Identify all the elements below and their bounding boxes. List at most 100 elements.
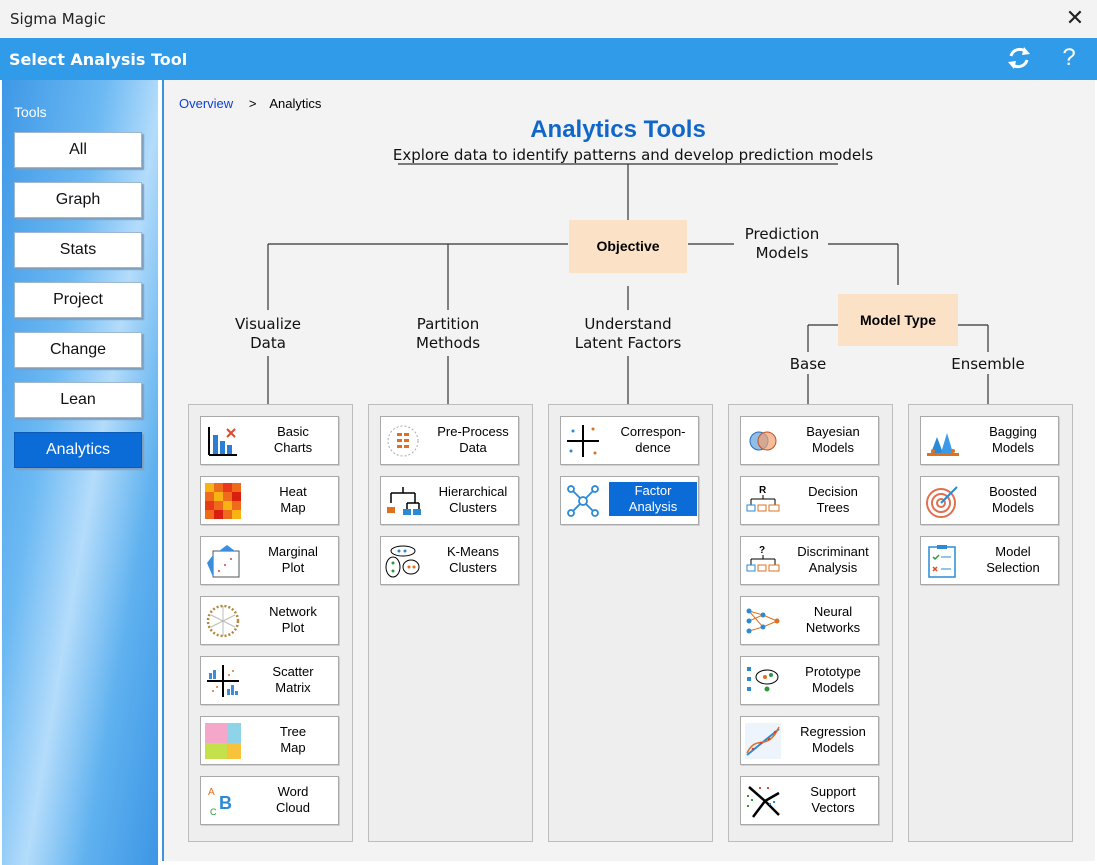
- help-icon[interactable]: ?: [1062, 44, 1076, 71]
- tool-label: Model Selection: [986, 544, 1040, 575]
- discriminant-icon: ?: [746, 545, 780, 572]
- tree-map-icon: [205, 723, 241, 759]
- tool-label: Factor Analysis: [609, 482, 697, 516]
- tool-label: Correspon- dence: [620, 424, 686, 455]
- model-type-box: Model Type: [838, 294, 958, 346]
- dialog-header: Select Analysis Tool ?: [0, 38, 1097, 80]
- tool-label: Discriminant Analysis: [797, 544, 869, 575]
- tool-marginal-plot[interactable]: Marginal Plot: [200, 536, 339, 585]
- dialog-title: Select Analysis Tool: [9, 50, 188, 69]
- tool-label: Bagging Models: [989, 424, 1037, 455]
- tool-label: Hierarchical Clusters: [438, 484, 508, 515]
- discriminant-question-mark: ?: [759, 545, 765, 556]
- panel-partition: [368, 404, 533, 842]
- word-cloud-letter-c: C: [210, 807, 217, 817]
- sidebar-item-change[interactable]: Change: [14, 332, 142, 368]
- word-cloud-icon: A B C: [208, 787, 232, 817]
- tool-network-plot[interactable]: Network Plot: [200, 596, 339, 645]
- network-icon: [206, 604, 240, 638]
- word-cloud-letter-a: A: [208, 787, 215, 798]
- regression-icon: [745, 723, 781, 759]
- tool-neural-networks[interactable]: Neural Networks: [740, 596, 879, 645]
- panel-latent: [548, 404, 713, 842]
- scatter-matrix-icon: [207, 665, 239, 697]
- category-base: Base: [789, 355, 827, 373]
- sidebar-item-project[interactable]: Project: [14, 282, 142, 318]
- page-title: Analytics Tools: [530, 116, 706, 143]
- page-subtitle: Explore data to identify patterns and de…: [392, 146, 874, 164]
- tool-prototype-models[interactable]: Prototype Models: [740, 656, 879, 705]
- category-ensemble: Ensemble: [951, 355, 1025, 373]
- sidebar-item-stats[interactable]: Stats: [14, 232, 142, 268]
- tool-scatter-matrix[interactable]: Scatter Matrix: [200, 656, 339, 705]
- tool-label: Decision Trees: [808, 484, 858, 515]
- factor-network-icon: [567, 485, 599, 517]
- prediction-models-label: Prediction Models: [744, 225, 820, 262]
- category-partition-methods: Partition Methods: [415, 315, 481, 352]
- tool-decision-trees[interactable]: R Decision Trees: [740, 476, 879, 525]
- tool-support-vectors[interactable]: Support Vectors: [740, 776, 879, 825]
- tool-bayesian-models[interactable]: Bayesian Models: [740, 416, 879, 465]
- sidebar-item-graph[interactable]: Graph: [14, 182, 142, 218]
- refresh-icon[interactable]: [1005, 44, 1033, 72]
- panel-ensemble: [908, 404, 1073, 842]
- tool-hierarchical-clusters[interactable]: Hierarchical Clusters: [380, 476, 519, 525]
- tool-tree-map[interactable]: Tree Map: [200, 716, 339, 765]
- decision-tree-icon: R: [746, 485, 780, 512]
- word-cloud-letter-b: B: [219, 793, 232, 813]
- breadcrumb-overview-link[interactable]: Overview: [179, 96, 234, 111]
- tool-label: Regression Models: [800, 724, 866, 755]
- marginal-plot-icon: [207, 545, 240, 578]
- tool-label: Pre-Process Data: [437, 424, 509, 455]
- bagging-icon: [927, 433, 959, 456]
- sidebar-item-all[interactable]: All: [14, 132, 142, 168]
- tool-discriminant-analysis[interactable]: ? Discriminant Analysis: [740, 536, 879, 585]
- checklist-icon: [928, 545, 956, 578]
- target-icon: [926, 486, 958, 518]
- sidebar-label: Tools: [14, 104, 47, 120]
- support-vector-icon: [747, 786, 780, 818]
- tool-regression-models[interactable]: Regression Models: [740, 716, 879, 765]
- tool-label: Support Vectors: [810, 784, 856, 815]
- sidebar-item-analytics[interactable]: Analytics: [14, 432, 142, 468]
- tool-label: Basic Charts: [273, 424, 313, 455]
- tool-label: Prototype Models: [805, 664, 861, 695]
- sidebar: Tools All Graph Stats Project Change Lea…: [2, 80, 158, 865]
- tool-correspondence[interactable]: Correspon- dence: [560, 416, 699, 465]
- tool-label: Scatter Matrix: [272, 664, 314, 695]
- tool-boosted-models[interactable]: Boosted Models: [920, 476, 1059, 525]
- tree-connectors: [267, 163, 989, 404]
- decision-tree-letter: R: [759, 485, 767, 496]
- tool-k-means-clusters[interactable]: K-Means Clusters: [380, 536, 519, 585]
- tool-label: Tree Map: [279, 724, 307, 755]
- tool-heat-map[interactable]: Heat Map: [200, 476, 339, 525]
- breadcrumb-current: Analytics: [269, 96, 322, 111]
- tool-factor-analysis[interactable]: Factor Analysis: [560, 476, 699, 525]
- close-icon[interactable]: ✕: [1065, 5, 1085, 30]
- main-panel: Overview > Analytics Analytics Tools Exp…: [162, 80, 1095, 861]
- k-means-icon: [385, 545, 420, 578]
- bayesian-icon: [749, 431, 777, 451]
- tool-label: K-Means Clusters: [446, 544, 500, 575]
- window-title-bar: Sigma Magic ✕: [0, 0, 1097, 38]
- tool-label: Marginal Plot: [268, 544, 318, 575]
- tool-label: Heat Map: [279, 484, 307, 515]
- tool-basic-charts[interactable]: Basic Charts: [200, 416, 339, 465]
- category-visualize-data: Visualize Data: [234, 315, 302, 352]
- tool-label: Neural Networks: [805, 604, 861, 635]
- tool-word-cloud[interactable]: A B C Word Cloud: [200, 776, 339, 825]
- objective-box: Objective: [569, 220, 687, 273]
- tool-label: Bayesian Models: [806, 424, 860, 455]
- tool-pre-process-data[interactable]: Pre-Process Data: [380, 416, 519, 465]
- tool-label: Boosted Models: [989, 484, 1037, 515]
- neural-network-icon: [746, 608, 780, 634]
- category-latent-factors: Understand Latent Factors: [574, 315, 682, 352]
- tool-label: Word Cloud: [276, 784, 310, 815]
- correspondence-icon: [567, 425, 599, 457]
- sidebar-item-lean[interactable]: Lean: [14, 382, 142, 418]
- window-title: Sigma Magic: [10, 10, 106, 28]
- tool-model-selection[interactable]: Model Selection: [920, 536, 1059, 585]
- bar-chart-icon: [208, 427, 237, 456]
- dendrogram-icon: [387, 487, 421, 515]
- tool-bagging-models[interactable]: Bagging Models: [920, 416, 1059, 465]
